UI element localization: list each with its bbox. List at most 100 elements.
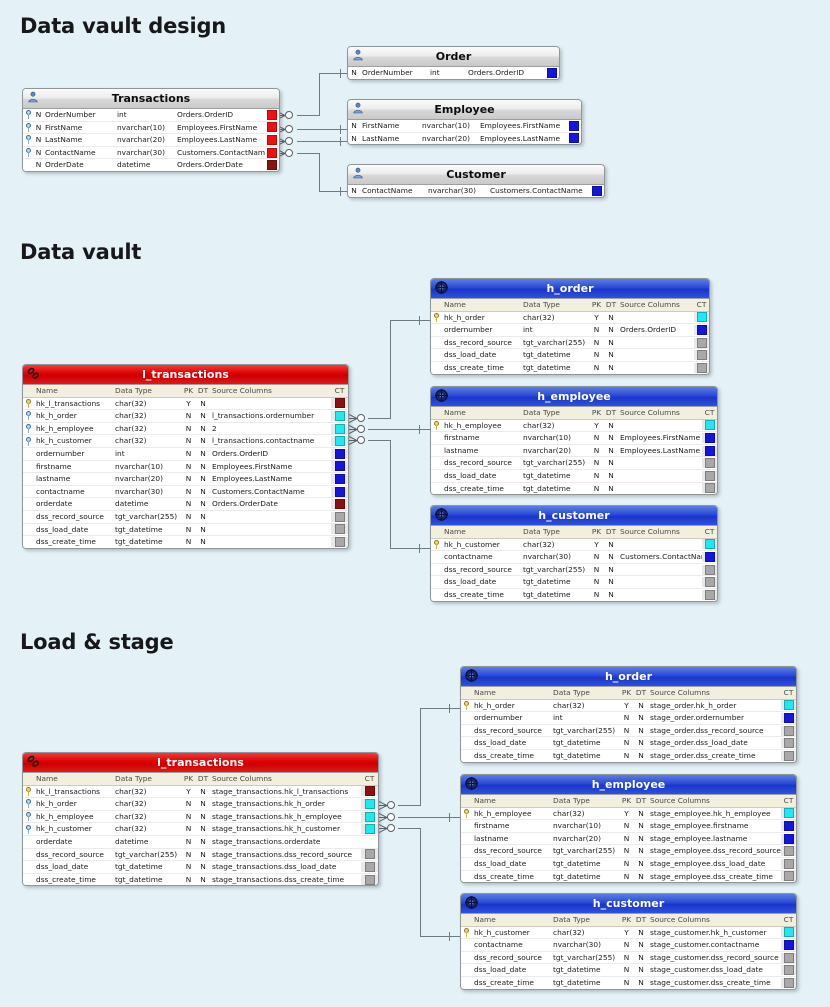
cell-name: dss_load_date [474, 858, 527, 868]
cell-data-type: char(32) [115, 811, 147, 821]
table-header: Order [348, 47, 559, 67]
cell-data-type: int [523, 325, 533, 335]
cell-source-column: Orders.OrderDate [177, 160, 243, 170]
cell-ct-swatch [694, 324, 709, 335]
col-header-ct: CT [704, 408, 715, 417]
cell-dt: N [638, 833, 644, 843]
cell-data-type: tgt_varchar(255) [553, 952, 616, 962]
cell-source-column: Employees.FirstName [212, 461, 293, 471]
cell-name: FirstName [45, 122, 83, 132]
cell-ct-swatch [702, 458, 717, 469]
cell-ct-swatch [781, 833, 796, 844]
cell-dt: N [200, 862, 206, 872]
cell-source-column: stage_transactions.hk_h_employee [212, 811, 342, 821]
cell-dt: N [200, 786, 206, 796]
cell-source-column: Orders.OrderID [212, 448, 269, 458]
cell-ct-swatch [331, 511, 348, 522]
table-title: h_customer [592, 897, 665, 910]
cell-name: hk_l_transactions [36, 398, 101, 408]
cell-data-type: int [117, 110, 127, 119]
cell-pk: N [593, 470, 600, 480]
crowfoot-icon [378, 823, 388, 834]
cell-source-column: Employees.LastName [177, 135, 258, 145]
cell-ct-swatch [781, 871, 796, 882]
cell-dt: N [608, 552, 614, 562]
